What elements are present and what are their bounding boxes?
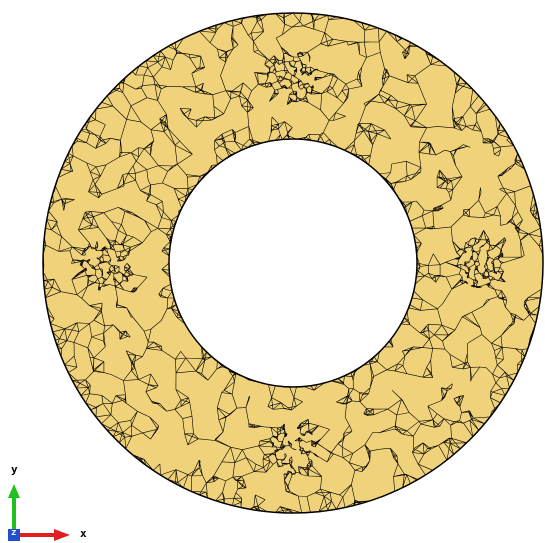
inner-boundary [168,138,418,388]
z-axis-label: z [11,528,17,538]
x-axis-label: x [80,527,87,540]
y-axis-label: y [11,463,18,476]
outer-boundary [42,12,544,514]
